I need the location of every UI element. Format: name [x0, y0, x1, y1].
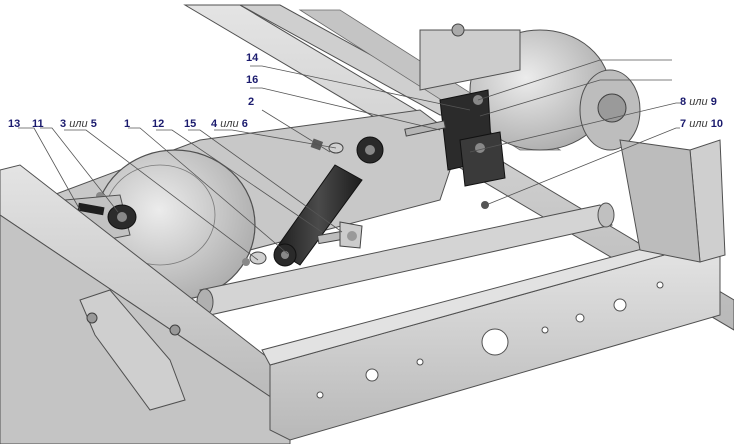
callout-11: 11	[32, 118, 44, 130]
callout-4-alt: 6	[241, 118, 248, 130]
callout-4-ili: или	[220, 118, 239, 130]
shock-lower-bolt	[316, 221, 363, 249]
crossmember-tube	[196, 202, 615, 316]
callout-3-ili: или	[69, 118, 88, 130]
callout-2: 2	[248, 96, 255, 108]
callout-7-ili: или	[689, 118, 708, 130]
callout-8-or-9: 8 или 9	[680, 96, 717, 108]
callout-3-alt: 5	[90, 118, 97, 130]
callout-15: 15	[184, 118, 197, 130]
callout-4-num: 4	[211, 118, 218, 130]
callout-8-num: 8	[680, 96, 687, 108]
leader-lines	[18, 59, 680, 261]
callout-1: 1	[124, 118, 131, 130]
callout-13: 13	[8, 118, 21, 130]
callout-4-or-6: 4 или 6	[211, 118, 248, 130]
callout-8-ili: или	[689, 96, 708, 108]
callout-7-num: 7	[680, 118, 687, 130]
callout-3-num: 3	[60, 118, 67, 130]
callout-3-or-5: 3 или 5	[60, 118, 97, 130]
callout-16: 16	[246, 74, 259, 86]
callout-12: 12	[152, 118, 165, 130]
callout-14: 14	[246, 52, 259, 64]
callout-7-or-10: 7 или 10	[680, 118, 723, 130]
frame-rear-crossbeam	[261, 139, 726, 441]
callout-7-alt: 10	[710, 118, 723, 130]
callout-8-alt: 9	[710, 96, 717, 108]
rear-axle-housing	[419, 23, 641, 151]
spring-shackle	[79, 289, 186, 411]
